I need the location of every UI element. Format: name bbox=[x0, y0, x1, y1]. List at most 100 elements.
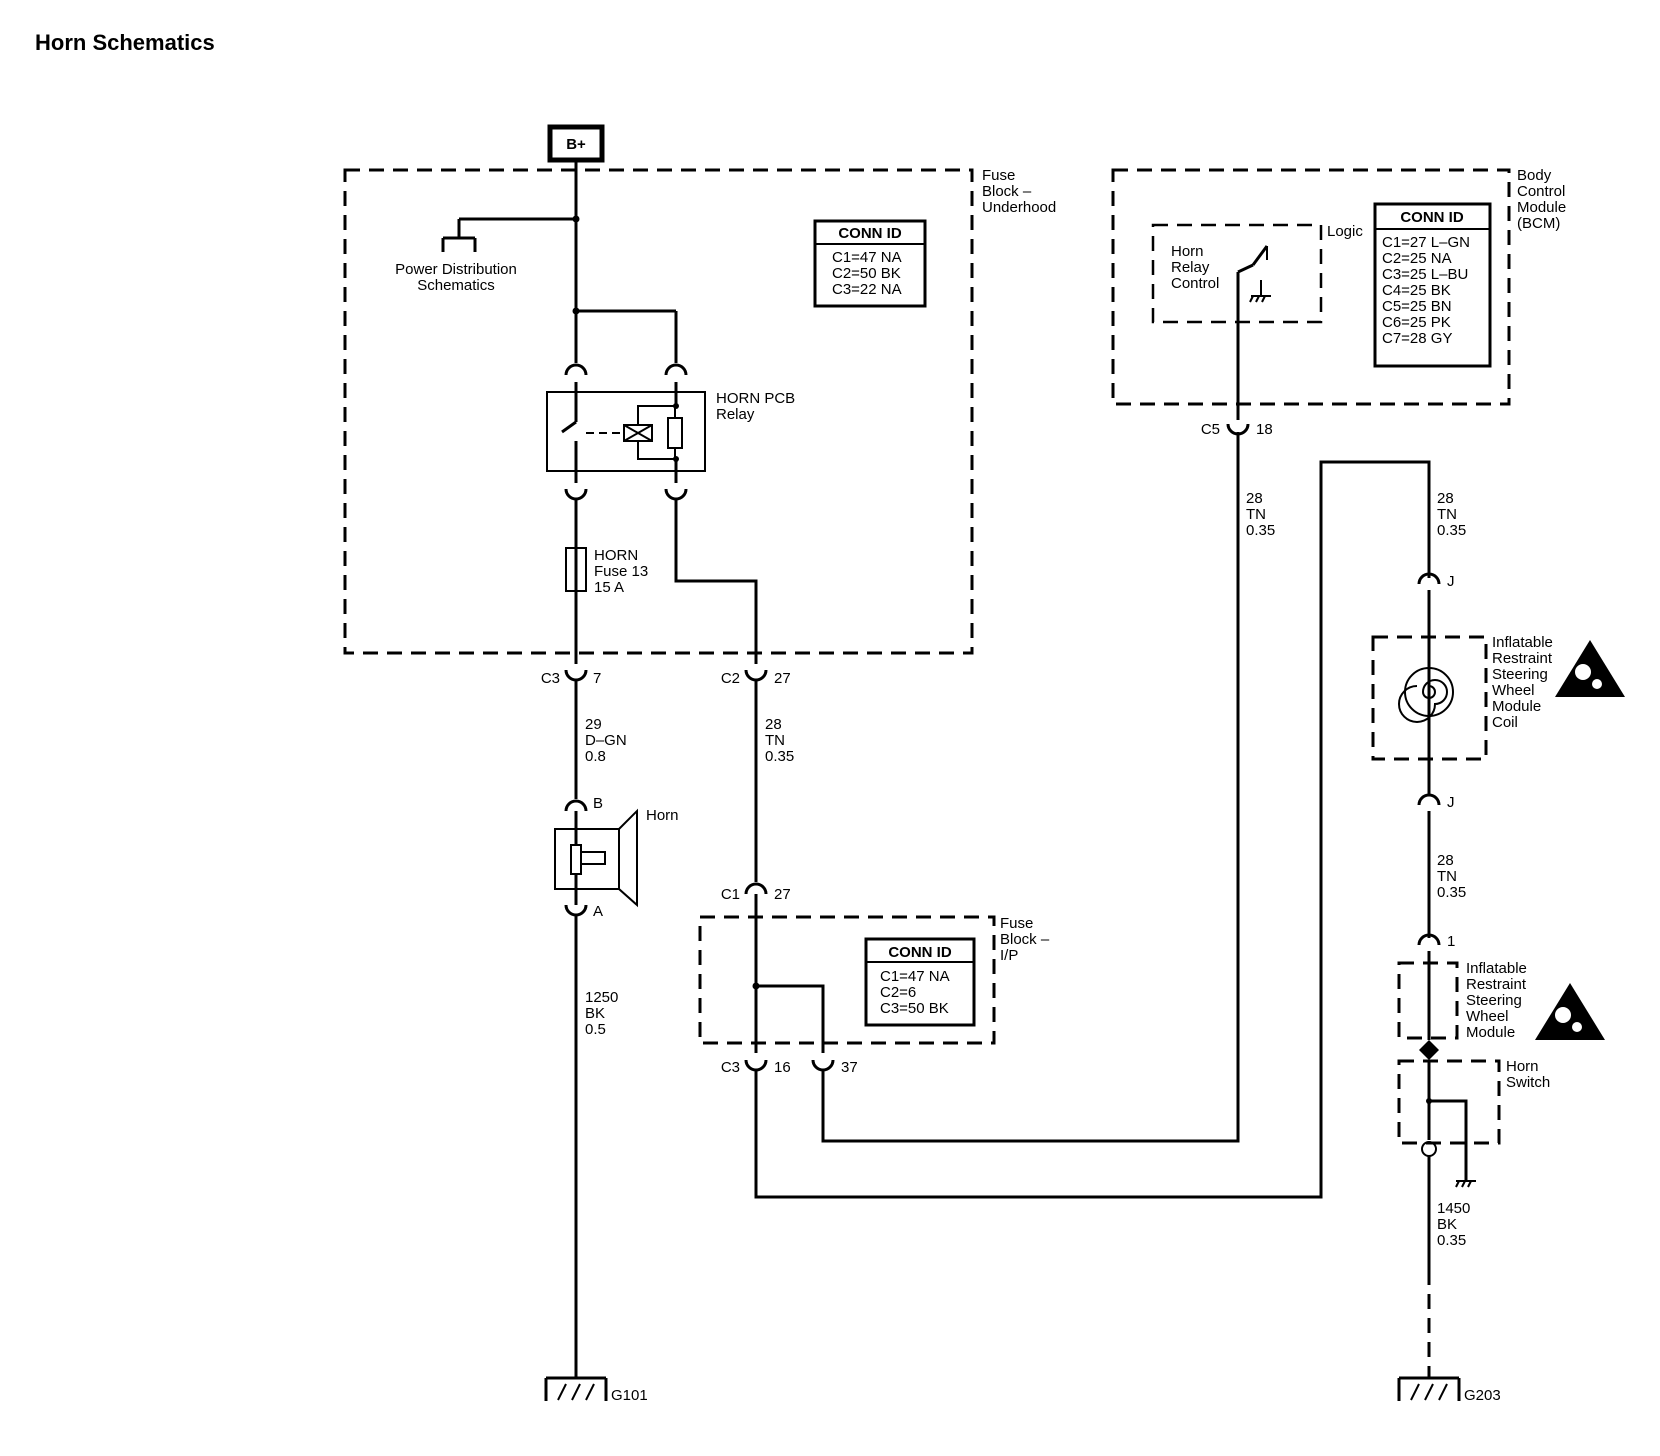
connector-icon bbox=[744, 669, 768, 682]
coil-boundary bbox=[1371, 635, 1488, 761]
connector-icon bbox=[744, 1059, 768, 1072]
steering-wheel-module-coil: Inflatable Restraint Steering Wheel Modu… bbox=[1371, 634, 1625, 761]
coil-label: Coil bbox=[1492, 714, 1518, 731]
relay-label: Relay bbox=[716, 406, 755, 423]
bcm-label: Module bbox=[1517, 199, 1566, 216]
horn-switch-label: Horn bbox=[1506, 1058, 1539, 1075]
conn-id-row: C3=25 L–BU bbox=[1382, 266, 1468, 283]
ip-bus-wire bbox=[756, 984, 825, 1053]
conn-id-row: C3=22 NA bbox=[832, 281, 902, 298]
relay-switch-contact bbox=[561, 420, 577, 434]
battery-positive: B+ bbox=[547, 124, 605, 163]
coil-label: Restraint bbox=[1492, 650, 1553, 667]
airbag-warning-glyph bbox=[1575, 664, 1591, 680]
wire-label: 0.35 bbox=[1437, 522, 1466, 539]
ground-label: G203 bbox=[1464, 1387, 1501, 1404]
conn-id-row: C1=47 NA bbox=[880, 968, 950, 985]
wire-label: 0.35 bbox=[1246, 522, 1275, 539]
wire-label: 0.35 bbox=[765, 748, 794, 765]
horn-relay-control-label: Horn bbox=[1171, 243, 1204, 260]
module-label: Module bbox=[1466, 1024, 1515, 1041]
airbag-warning-glyph bbox=[1592, 679, 1602, 689]
module-label: Steering bbox=[1466, 992, 1522, 1009]
conn-id-row: C6=25 PK bbox=[1382, 314, 1451, 331]
horn-switch-label: Switch bbox=[1506, 1074, 1550, 1091]
connector-pin: J bbox=[1447, 794, 1455, 811]
connector-icon bbox=[564, 669, 588, 682]
module-label: Wheel bbox=[1466, 1008, 1509, 1025]
connector-pin: 37 bbox=[841, 1059, 858, 1076]
connector-label: C3 bbox=[721, 1059, 740, 1076]
fuse-block-underhood-label-2: Block – bbox=[982, 183, 1032, 200]
connector-pin: A bbox=[593, 903, 603, 920]
connector-pin: 1 bbox=[1447, 933, 1455, 950]
logic-label: Logic bbox=[1327, 223, 1363, 240]
bcm-label: (BCM) bbox=[1517, 215, 1560, 232]
coil-label: Wheel bbox=[1492, 682, 1535, 699]
conn-id-row: C7=28 GY bbox=[1382, 330, 1452, 347]
wire-label: BK bbox=[1437, 1216, 1457, 1233]
conn-id-row: C2=25 NA bbox=[1382, 250, 1452, 267]
battery-positive-label: B+ bbox=[566, 136, 586, 153]
wire-label: 28 bbox=[1437, 490, 1454, 507]
horn-switch-ground-icon bbox=[1461, 1180, 1466, 1188]
fuse-block-ip-label: I/P bbox=[1000, 947, 1018, 964]
horn-switch-ground-icon bbox=[1467, 1180, 1472, 1188]
horn-bell-icon bbox=[618, 808, 638, 908]
wire-label: 28 bbox=[1246, 490, 1263, 507]
fuse-block-underhood: Fuse Block – Underhood CONN ID C1=47 NA … bbox=[343, 167, 1056, 655]
connector-icon bbox=[744, 882, 768, 895]
coil-spiral-icon bbox=[1404, 667, 1454, 717]
wire-label: TN bbox=[1437, 506, 1457, 523]
conn-id-table-ip: CONN ID C1=47 NA C2=6 C3=50 BK bbox=[864, 937, 976, 1027]
horn-pcb-relay: HORN PCB Relay bbox=[546, 382, 795, 472]
conn-id-row: C1=27 L–GN bbox=[1382, 234, 1470, 251]
ground-g101-icon bbox=[544, 1376, 608, 1401]
bcm-ground-icon bbox=[1261, 295, 1266, 303]
wire-label: 0.35 bbox=[1437, 1232, 1466, 1249]
bcm-output-wire bbox=[1237, 263, 1254, 274]
coil-label: Steering bbox=[1492, 666, 1548, 683]
wire-label: TN bbox=[765, 732, 785, 749]
wire-label: D–GN bbox=[585, 732, 627, 749]
wire-label: 28 bbox=[1437, 852, 1454, 869]
power-distribution-label: Power Distribution bbox=[395, 261, 517, 278]
horn-element bbox=[580, 851, 606, 865]
horn-fuse-label: Fuse 13 bbox=[594, 563, 648, 580]
horn-switch-wire bbox=[1429, 1099, 1468, 1181]
conn-id-row: C4=25 BK bbox=[1382, 282, 1451, 299]
steering-wheel-module: Inflatable Restraint Steering Wheel Modu… bbox=[1397, 951, 1605, 1041]
bcm-boundary bbox=[1111, 168, 1511, 406]
connector-pin: 7 bbox=[593, 670, 601, 687]
conn-id-frame bbox=[813, 219, 927, 308]
fuse-block-ip-boundary bbox=[698, 915, 996, 1045]
conn-id-row: C2=6 bbox=[880, 984, 916, 1001]
conn-id-row: C2=50 BK bbox=[832, 265, 901, 282]
relay-output-wire bbox=[674, 499, 758, 664]
page-title: Horn Schematics bbox=[35, 30, 215, 55]
relay-connector-icon bbox=[564, 363, 588, 376]
wire-label: 28 bbox=[765, 716, 782, 733]
horn-fuse-label: 15 A bbox=[594, 579, 624, 596]
fuse-block-ip-label: Fuse bbox=[1000, 915, 1033, 932]
connector-pin: B bbox=[593, 795, 603, 812]
ground-hatch bbox=[1438, 1383, 1448, 1401]
fuse-block-underhood-boundary bbox=[343, 168, 974, 655]
connector-icon bbox=[1417, 933, 1441, 946]
wire-label: 0.5 bbox=[585, 1021, 606, 1038]
connector-pin: J bbox=[1447, 573, 1455, 590]
wire-label: 0.8 bbox=[585, 748, 606, 765]
relay-connector-icon bbox=[664, 363, 688, 376]
horn-switch: Horn Switch bbox=[1397, 1058, 1550, 1188]
conn-id-title: CONN ID bbox=[838, 225, 902, 242]
connector-pin: 16 bbox=[774, 1059, 791, 1076]
coil-label: Module bbox=[1492, 698, 1541, 715]
connector-label: C3 bbox=[541, 670, 560, 687]
fuse-block-underhood-label-1: Fuse bbox=[982, 167, 1015, 184]
ground-hatch bbox=[571, 1383, 581, 1401]
power-distribution-label: Schematics bbox=[417, 277, 495, 294]
power-distribution-reference: Power Distribution Schematics bbox=[395, 217, 576, 294]
bcm-ground-icon bbox=[1255, 295, 1260, 303]
module-connector-icon bbox=[1419, 1040, 1439, 1060]
ground-hatch bbox=[1410, 1383, 1420, 1401]
